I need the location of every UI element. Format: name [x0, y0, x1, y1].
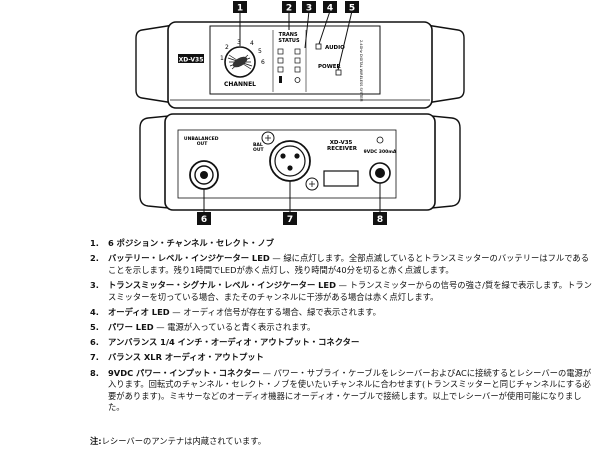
callout-8: 8 [377, 215, 383, 225]
callout-3: 3 [306, 4, 312, 14]
callouts [203, 10, 381, 212]
legend-number: 5. [90, 321, 99, 332]
channel-label: CHANNEL [224, 81, 256, 88]
callout-4: 4 [327, 4, 333, 14]
signal-icon [294, 77, 301, 83]
unbalanced-label: UNBALANCED OUT [184, 136, 220, 147]
unbalanced-line-2: OUT [197, 141, 208, 147]
battery-icon [279, 76, 282, 83]
receiver-line-2: RECEIVER [327, 146, 358, 152]
legend-list: 1. 6 ポジション・チャンネル・セレクト・ノブ 2. バッテリー・レベル・インジケ… [90, 238, 595, 417]
audio-led [315, 43, 322, 50]
channel-number-2: 2 [225, 44, 229, 51]
label-recess [323, 170, 359, 187]
legend-item: 8. 9VDC パワー・インプット・コネクター — パワー・サプライ・ケーブルをレ… [90, 368, 595, 414]
callout-1: 1 [237, 4, 243, 14]
bal-out-line-2: OUT [253, 147, 264, 153]
unbalanced-line-1: UNBALANCED [184, 136, 219, 142]
legend-number: 1. [90, 238, 99, 248]
legend-body: — パワー・サプライ・ケーブルをレシーバーおよびACに接続するとレシーバーの電源… [108, 367, 592, 413]
side-text: 2.4GHz DIGITAL WIRELESS SYSTEM [359, 40, 363, 101]
callout-5: 5 [349, 4, 355, 14]
legend-body: — 緑に点灯します。全部点滅しているとトランスミッターのバッテリーはフルであるこ… [108, 253, 590, 275]
receiver-diagram: XD-V35 1 2 3 4 5 6 CHANNEL TRANS STATUS … [135, 1, 465, 225]
note: 注:レシーバーのアンテナは内蔵されています。 [90, 436, 595, 447]
legend-item: 6. アンバランス 1/4 インチ・オーディオ・アウトプット・コネクター [90, 337, 595, 349]
legend-item: 4. オーディオ LED — オーディオ信号が存在する場合、緑で表示されます。 [90, 307, 595, 319]
bal-out-label: BAL OUT [253, 142, 264, 153]
channel-number-6: 6 [261, 59, 265, 66]
front-panel: XD-V35 1 2 3 4 5 6 CHANNEL TRANS STATUS … [135, 21, 465, 109]
legend-number: 2. [90, 253, 99, 264]
legend-number: 7. [90, 352, 99, 363]
legend-heading: パワー LED [108, 321, 154, 332]
legend-item: 3. トランスミッター・シグナル・レベル・インジケーター LED — トランスミッ… [90, 280, 595, 303]
legend-item: 5. パワー LED — 電源が入っていると青く表示されます。 [90, 322, 595, 334]
channel-number-1: 1 [220, 55, 224, 62]
legend-number: 3. [90, 279, 99, 290]
trans-status-label: TRANS STATUS [278, 32, 300, 44]
callout-2: 2 [286, 4, 292, 14]
power-led-label: POWER [318, 64, 342, 70]
legend-heading: トランスミッター・シグナル・レベル・インジケーター LED [108, 279, 336, 290]
audio-label: AUDIO [325, 45, 345, 51]
note-text: レシーバーのアンテナは内蔵されています。 [101, 436, 267, 446]
legend-body: — オーディオ信号が存在する場合、緑で表示されます。 [169, 306, 381, 317]
legend-heading: バッテリー・レベル・インジケーター LED [108, 253, 270, 264]
channel-number-3: 3 [237, 39, 241, 46]
channel-number-5: 5 [258, 48, 262, 55]
legend-number: 6. [90, 337, 99, 348]
trans-status-line-1: TRANS [279, 32, 298, 38]
legend-heading: 9VDC パワー・インプット・コネクター [108, 367, 260, 378]
channel-number-4: 4 [250, 40, 254, 47]
legend-item: 7. バランス XLR オーディオ・アウトプット [90, 352, 595, 364]
legend-item: 1. 6 ポジション・チャンネル・セレクト・ノブ [90, 238, 595, 250]
legend-number: 4. [90, 306, 99, 317]
bal-out-line-1: BAL [253, 142, 263, 148]
legend-item: 2. バッテリー・レベル・インジケーター LED — 緑に点灯します。全部点滅して… [90, 253, 595, 276]
power-led [335, 69, 342, 76]
legend-number: 8. [90, 367, 99, 378]
legend-heading: アンバランス 1/4 インチ・オーディオ・アウトプット・コネクター [108, 337, 360, 348]
rear-panel: UNBALANCED OUT BAL OUT XD-V35 RECEIVER 9… [139, 113, 461, 211]
callout-7: 7 [287, 215, 293, 225]
callout-6: 6 [201, 215, 207, 225]
legend-heading: 6 ポジション・チャンネル・セレクト・ノブ [108, 238, 275, 248]
note-label: 注: [90, 436, 102, 446]
trans-status-line-2: STATUS [278, 38, 300, 44]
receiver-line-1: XD-V35 [330, 140, 353, 146]
model-badge: XD-V35 [179, 57, 204, 64]
receiver-label: XD-V35 RECEIVER [327, 140, 358, 152]
legend-heading: バランス XLR オーディオ・アウトプット [108, 352, 264, 363]
legend-heading: オーディオ LED [108, 306, 170, 317]
legend-body: — 電源が入っていると青く表示されます。 [153, 321, 316, 332]
legend-body: — トランスミッターからの信号の強さ/質を緑で表示します。トランスミッターを切っ… [108, 279, 592, 302]
power-spec-label: 9VDC 300mA [364, 149, 397, 155]
